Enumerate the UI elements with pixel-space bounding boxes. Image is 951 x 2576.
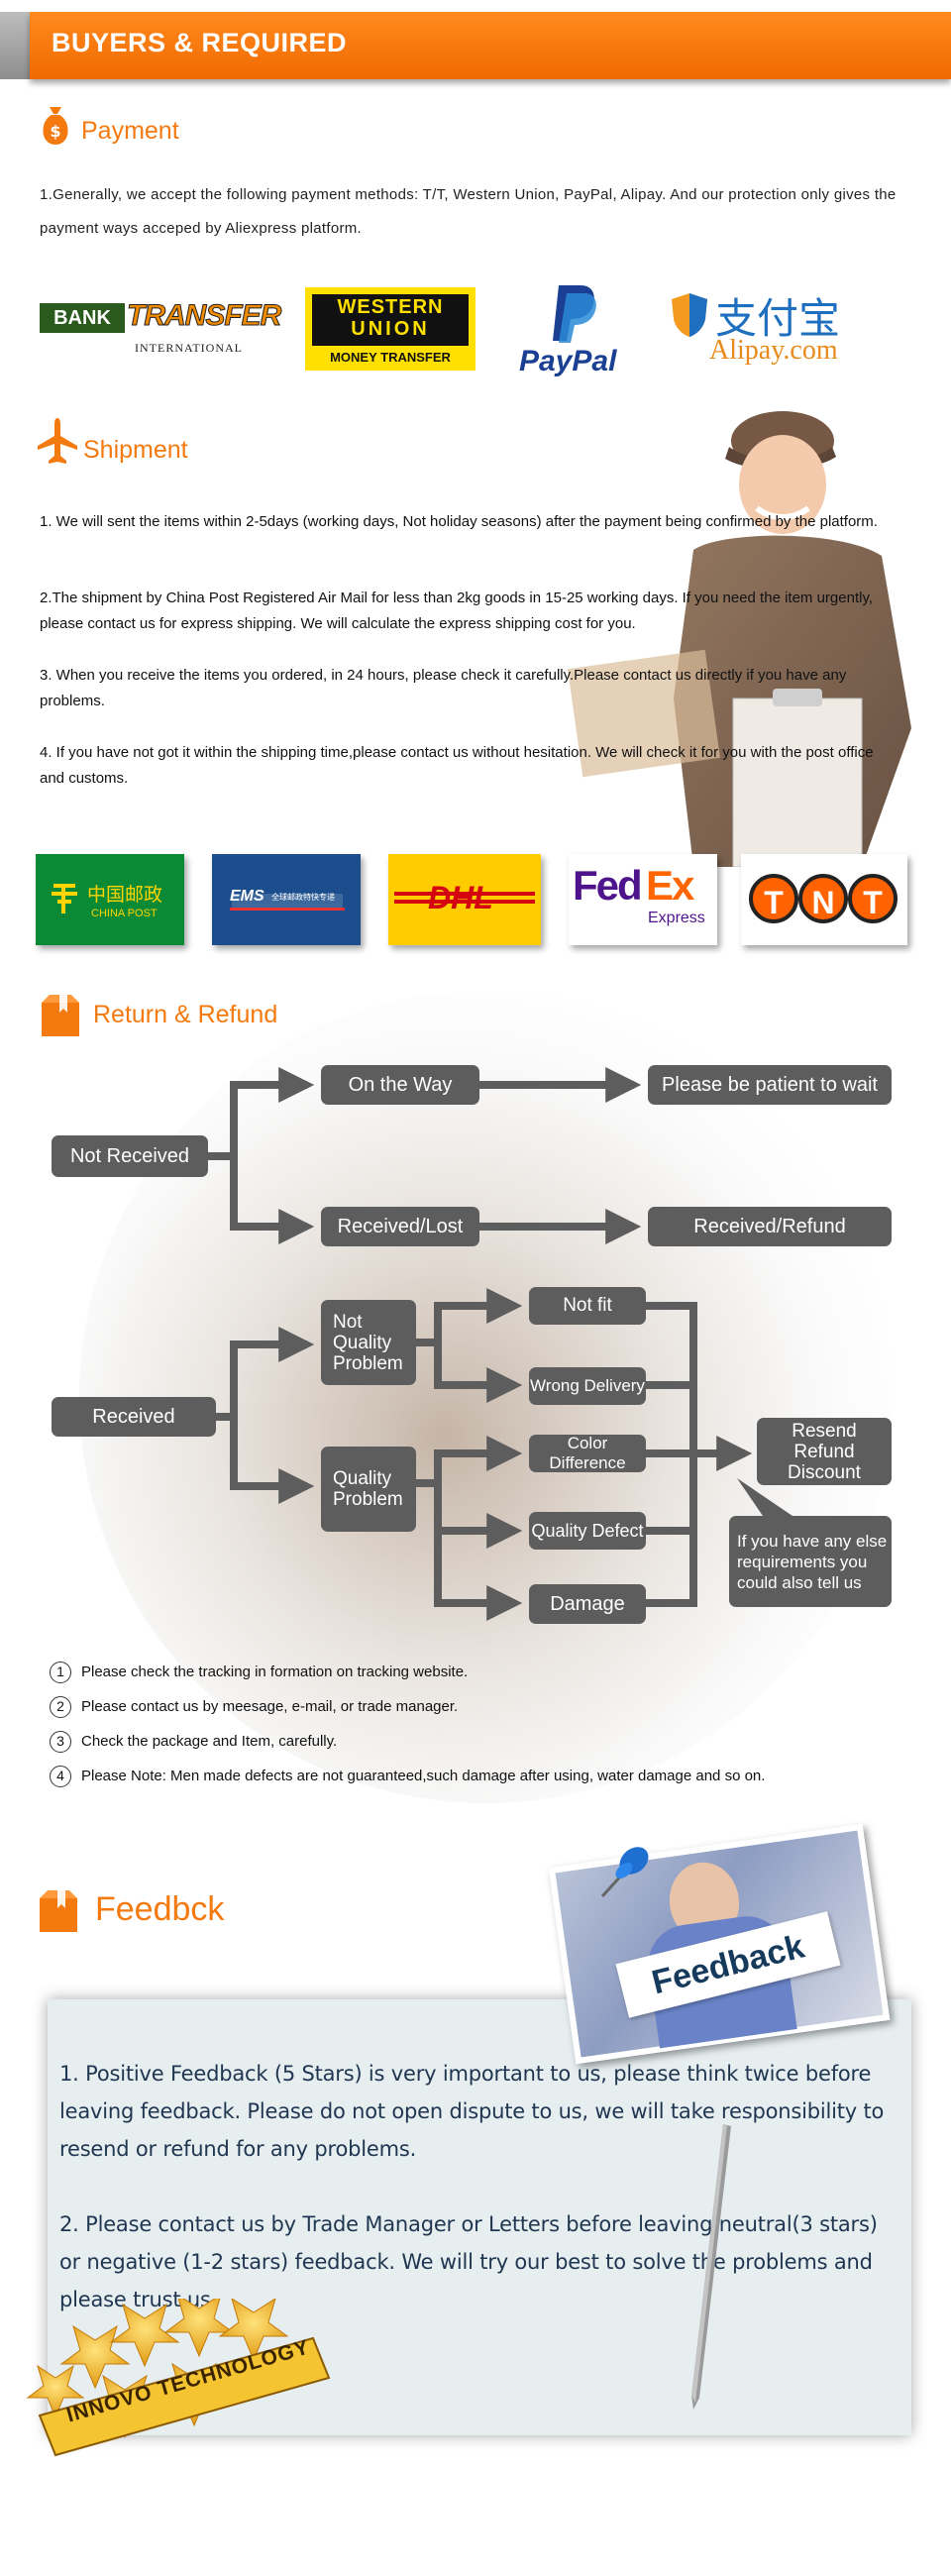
dhl-label: DHL <box>428 880 493 915</box>
node-any-else-bubble: If you have any else requirements you co… <box>729 1516 892 1607</box>
note-text: Check the package and Item, carefully. <box>81 1732 338 1750</box>
western-union-logo: WESTERN UNION MONEY TRANSFER <box>305 287 476 371</box>
shipment-item-2: 2.The shipment by China Post Registered … <box>40 590 874 632</box>
banner-bar: BUYERS & REQUIRED <box>30 12 951 79</box>
bank-transfer-logo: BANK TRANSFER INTERNATIONAL <box>40 299 282 357</box>
page-title: BUYERS & REQUIRED <box>52 28 348 57</box>
note-number: 4 <box>50 1766 71 1787</box>
tnt-letter-2: N <box>798 874 848 923</box>
payment-text: 1.Generally, we accept the following pay… <box>40 186 897 237</box>
svg-text:$: $ <box>50 122 60 141</box>
china-post-en: CHINA POST <box>91 908 158 919</box>
fedex-express-label: Express <box>648 910 705 926</box>
paypal-label: PayPal <box>519 345 617 377</box>
ems-logo: EMS 全球邮政特快专递 <box>212 854 361 945</box>
shipment-title: Shipment <box>83 436 188 464</box>
node-not-received: Not Received <box>52 1135 208 1177</box>
refund-note-4: 4 Please Note: Men made defects are not g… <box>50 1766 765 1787</box>
innovo-star-badge <box>26 2299 331 2457</box>
money-transfer-label: MONEY TRANSFER <box>330 350 451 365</box>
note-number: 3 <box>50 1731 71 1753</box>
international-label: INTERNATIONAL <box>135 341 243 355</box>
node-not-fit: Not fit <box>529 1287 646 1325</box>
banner-grey-tab <box>0 12 30 79</box>
note-number: 2 <box>50 1696 71 1718</box>
header-banner: BUYERS & REQUIRED <box>0 12 951 79</box>
refund-note-1: 1 Please check the tracking in formation … <box>50 1662 468 1683</box>
payment-title: Payment <box>81 117 179 145</box>
note-text: Please contact us by meesage, e-mail, or… <box>81 1697 459 1715</box>
paypal-p-icon <box>553 285 596 343</box>
tnt-letter-3: T <box>848 874 898 923</box>
refund-flowchart-lines <box>208 1067 792 1621</box>
node-resend-refund-discount: Resend Refund Discount <box>757 1418 892 1485</box>
delivery-man-illustration <box>568 411 911 867</box>
bank-label: BANK <box>40 303 125 333</box>
note-text: Please check the tracking in formation o… <box>81 1663 469 1680</box>
note-text: Please Note: Men made defects are not gu… <box>81 1767 766 1784</box>
package-icon <box>40 1890 77 1932</box>
feedback-card <box>48 1999 911 2435</box>
package-icon <box>42 995 79 1036</box>
refund-title: Return & Refund <box>93 1001 278 1028</box>
refund-note-3: 3 Check the package and Item, carefully. <box>50 1731 337 1753</box>
feedback-item-1: 1. Positive Feedback (5 Stars) is very i… <box>59 2062 885 2161</box>
union-label: UNION <box>351 318 430 340</box>
shipment-item-1: 1. We will sent the items within 2-5days… <box>40 513 878 530</box>
transfer-label: TRANSFER <box>126 299 281 333</box>
node-received: Received <box>52 1397 216 1437</box>
dhl-logo: DHL <box>388 854 541 945</box>
alipay-cn-label: 支付宝 <box>715 294 841 343</box>
pencil-icon <box>691 2124 731 2410</box>
ems-cn-label: 全球邮政特快专递 <box>271 893 335 902</box>
china-post-logo: 中国邮政 CHINA POST <box>36 854 184 945</box>
handshake-background <box>79 991 892 1803</box>
western-label: WESTERN <box>337 296 444 318</box>
money-bag-icon: $ <box>43 107 68 145</box>
tnt-letter-1: T <box>749 874 798 923</box>
feedback-title: Feedbck <box>95 1890 225 1928</box>
ems-label: EMS <box>230 888 264 905</box>
note-number: 1 <box>50 1662 71 1683</box>
pushpin-icon <box>600 1847 649 1898</box>
alipay-shield-icon <box>672 293 707 337</box>
fedex-logo: Fed Ex Express <box>569 854 717 945</box>
node-be-patient: Please be patient to wait <box>648 1065 892 1105</box>
feedback-item-2: 2. Please contact us by Trade Manager or… <box>59 2212 878 2311</box>
node-quality-problem: Quality Problem <box>321 1447 416 1532</box>
china-post-emblem-icon <box>52 884 77 913</box>
fedex-fed-label: Fed <box>573 862 643 909</box>
shipment-item-3: 3. When you receive the items you ordere… <box>40 667 847 709</box>
node-wrong-delivery: Wrong Delivery <box>529 1367 646 1405</box>
tnt-logo: T N T <box>741 854 907 945</box>
refund-note-2: 2 Please contact us by meesage, e-mail, o… <box>50 1696 458 1718</box>
node-damage: Damage <box>529 1584 646 1624</box>
shipment-item-4: 4. If you have not got it within the shi… <box>40 744 874 787</box>
node-quality-defect: Quality Defect <box>529 1512 646 1550</box>
china-post-cn: 中国邮政 <box>87 884 163 906</box>
node-received-refund: Received/Refund <box>648 1207 892 1246</box>
node-not-quality-problem: Not Quality Problem <box>321 1300 416 1385</box>
airplane-icon <box>38 418 77 464</box>
node-color-difference: Color Difference <box>529 1434 646 1472</box>
node-received-lost: Received/Lost <box>321 1207 479 1246</box>
node-on-the-way: On the Way <box>321 1065 479 1105</box>
fedex-ex-label: Ex <box>646 862 694 909</box>
alipay-en-label: Alipay.com <box>709 335 838 366</box>
